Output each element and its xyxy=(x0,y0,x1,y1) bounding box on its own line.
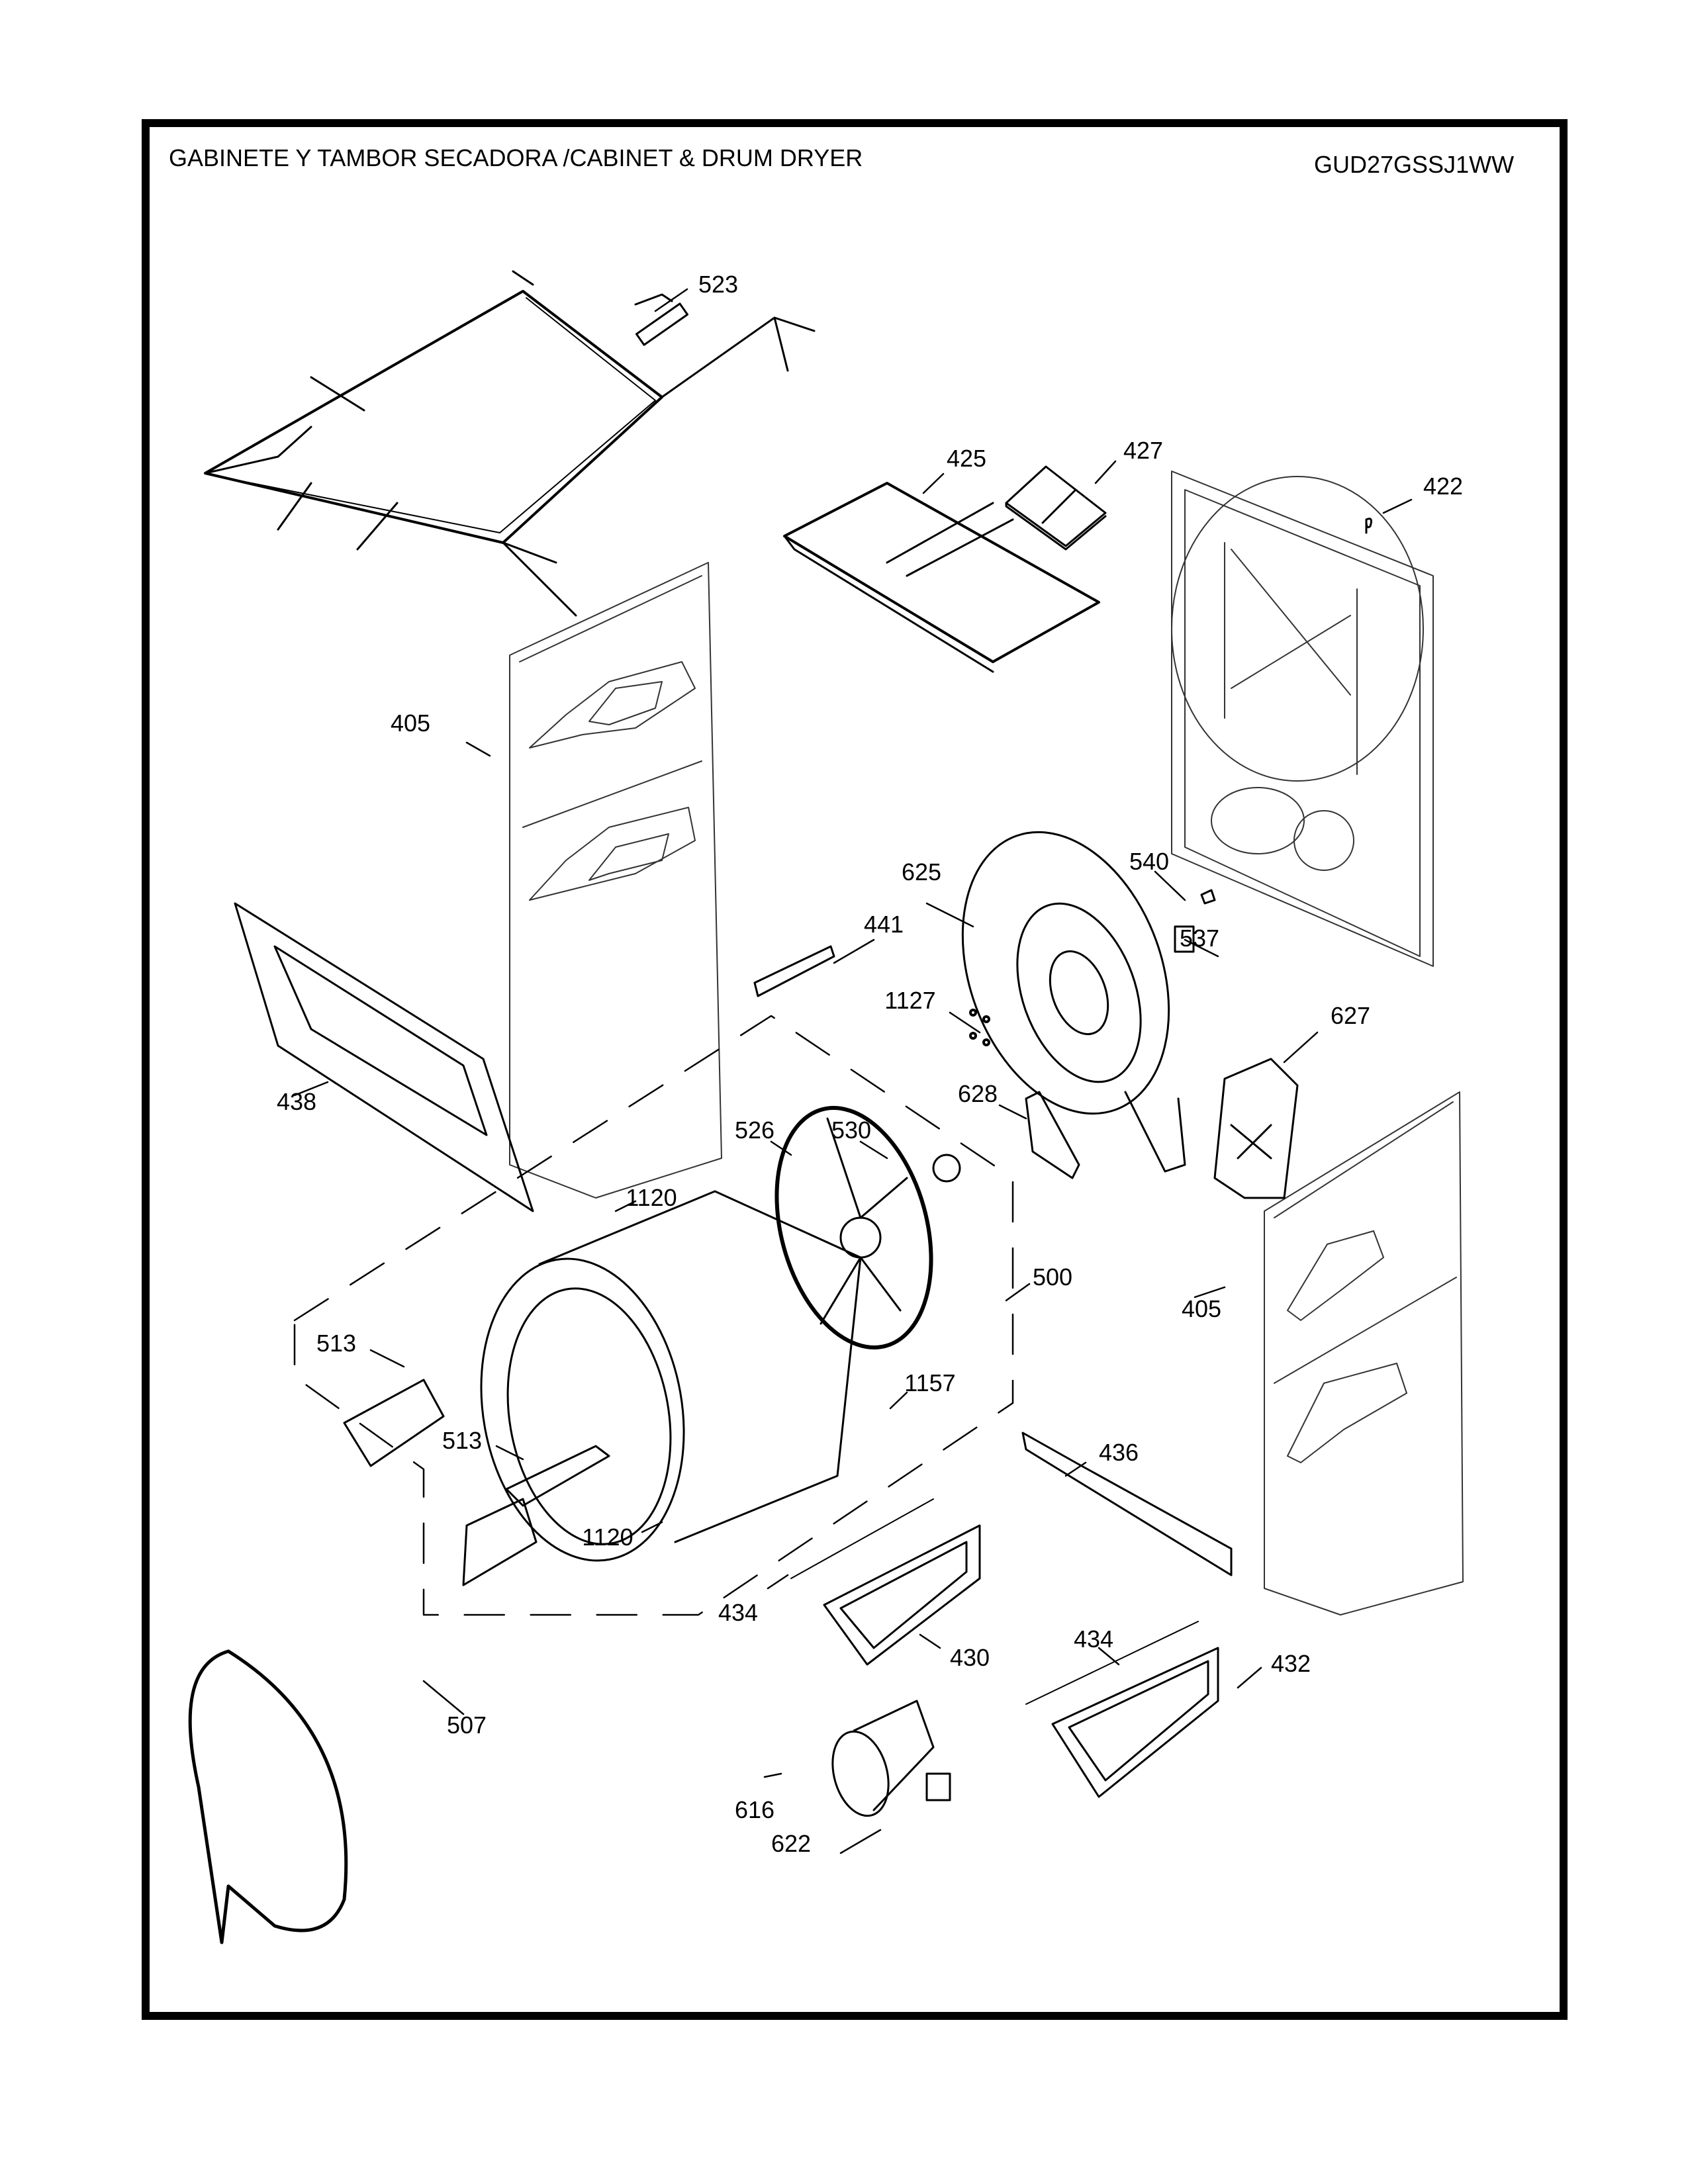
sensor-clip-part xyxy=(1200,889,1216,905)
callout-523[interactable]: 523 xyxy=(698,271,739,298)
callout-622[interactable]: 622 xyxy=(771,1830,812,1857)
drum-bearing-part xyxy=(932,1154,961,1183)
front-base-right-part xyxy=(1025,1621,1219,1798)
baffle-lower-part xyxy=(462,1498,538,1586)
callout-513-lower[interactable]: 513 xyxy=(442,1427,483,1454)
rear-panel-part xyxy=(1171,471,1434,967)
thermostat-part xyxy=(1174,925,1195,953)
callout-526[interactable]: 526 xyxy=(734,1116,775,1144)
callout-625[interactable]: 625 xyxy=(901,858,942,886)
screws-1127-part xyxy=(969,1009,990,1046)
callout-1127[interactable]: 1127 xyxy=(884,987,936,1014)
motor-part xyxy=(831,1700,935,1817)
drum-front-seal-part xyxy=(188,1649,348,1944)
drum-part xyxy=(480,1190,862,1562)
wire-harness-part xyxy=(204,270,816,617)
diagram-frame xyxy=(142,119,1568,2020)
callout-432[interactable]: 432 xyxy=(1270,1650,1311,1677)
capacitor-part xyxy=(925,1772,951,1801)
callout-627[interactable]: 627 xyxy=(1330,1002,1371,1029)
callout-540[interactable]: 540 xyxy=(1129,848,1170,875)
left-side-panel-part xyxy=(509,562,722,1199)
drum-assembly-outline xyxy=(293,1015,1014,1616)
callout-430[interactable]: 430 xyxy=(949,1644,990,1671)
callout-507[interactable]: 507 xyxy=(446,1711,487,1739)
callout-441[interactable]: 441 xyxy=(863,911,904,938)
callout-422[interactable]: 422 xyxy=(1423,473,1464,500)
leader-lines xyxy=(293,288,1413,1854)
callout-405-right[interactable]: 405 xyxy=(1181,1295,1222,1322)
drum-rear-baffle-part xyxy=(774,1106,933,1349)
bracket-part xyxy=(753,945,835,997)
baffle-upper-part xyxy=(343,1379,445,1467)
callout-537[interactable]: 537 xyxy=(1179,925,1220,952)
mounting-bracket-part xyxy=(1025,1091,1080,1179)
callout-628[interactable]: 628 xyxy=(957,1080,998,1107)
model-number: GUD27GSSJ1WW xyxy=(1314,151,1515,178)
callout-1120-top[interactable]: 1120 xyxy=(626,1184,677,1211)
callout-513-upper[interactable]: 513 xyxy=(316,1330,357,1357)
front-base-left-part xyxy=(790,1498,981,1666)
diagram-title: GABINETE Y TAMBOR SECADORA /CABINET & DR… xyxy=(169,144,863,171)
callout-1120-bottom[interactable]: 1120 xyxy=(582,1524,633,1551)
callout-436[interactable]: 436 xyxy=(1098,1439,1139,1466)
callout-405-left[interactable]: 405 xyxy=(390,709,431,737)
callout-434-right[interactable]: 434 xyxy=(1073,1625,1114,1653)
callout-425[interactable]: 425 xyxy=(946,445,987,472)
front-frame-part xyxy=(234,902,534,1212)
callout-1157[interactable]: 1157 xyxy=(904,1369,956,1396)
callout-616[interactable]: 616 xyxy=(734,1796,775,1823)
right-side-panel-part xyxy=(1264,1091,1464,1615)
callout-427[interactable]: 427 xyxy=(1123,437,1164,464)
callout-438[interactable]: 438 xyxy=(276,1088,317,1115)
top-pad-part xyxy=(1005,465,1107,551)
callout-434-left[interactable]: 434 xyxy=(718,1599,759,1626)
callout-500[interactable]: 500 xyxy=(1032,1263,1073,1291)
top-cover-panel-part xyxy=(783,482,1100,673)
blower-housing-part xyxy=(961,831,1186,1173)
callout-530[interactable]: 530 xyxy=(831,1116,872,1144)
clip-part xyxy=(1365,518,1372,534)
base-rail-part xyxy=(1021,1432,1233,1576)
baffle-middle-part xyxy=(505,1445,610,1507)
duct-assembly-part xyxy=(1213,1058,1299,1199)
